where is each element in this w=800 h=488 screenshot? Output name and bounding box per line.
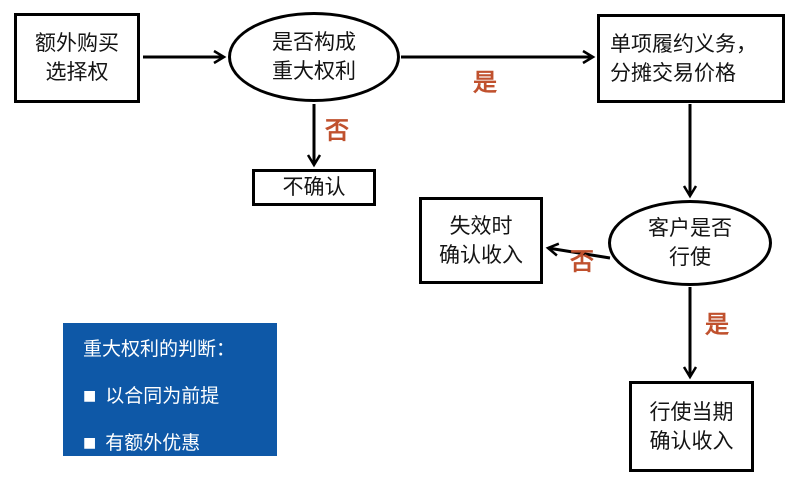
note-bullet-text: 有额外优惠 — [105, 432, 201, 454]
node-recognize-on-expiry: 失效时 确认收入 — [419, 197, 543, 284]
note-bullet-text: 以合同为前提 — [105, 385, 220, 407]
node-text-line: 选择权 — [45, 60, 109, 84]
node-text-line: 行使当期 — [649, 399, 734, 424]
edge-label-yes-exercise: 是 — [705, 310, 729, 339]
node-additional-purchase-option: 额外购买 选择权 — [14, 13, 140, 103]
node-text-line: 失效时 — [449, 213, 513, 238]
node-text-line: 不确认 — [282, 175, 346, 199]
node-text-line: 额外购买 — [35, 31, 119, 55]
note-title: 重大权利的判断： — [83, 338, 236, 360]
node-text-line: 重大权利 — [272, 59, 356, 83]
note-bullet-item: ■ 有额外优惠 — [83, 432, 277, 454]
node-recognize-when-exercised: 行使当期 确认收入 — [629, 381, 754, 472]
node-text-line: 分摊交易价格 — [610, 60, 736, 85]
node-text-line: 客户是否 — [648, 216, 732, 240]
node-text-line: 行使 — [669, 245, 711, 269]
edge-label-no-material: 否 — [325, 116, 349, 145]
node-text-line: 单项履约义务， — [610, 31, 757, 56]
note-bullet-item: ■ 以合同为前提 — [83, 385, 277, 407]
node-text-line: 确认收入 — [649, 428, 734, 453]
node-not-recognize: 不确认 — [252, 169, 376, 206]
square-bullet-icon: ■ — [83, 435, 97, 451]
node-text-line: 确认收入 — [439, 242, 523, 267]
note-material-right-criteria: 重大权利的判断： ■ 以合同为前提 ■ 有额外优惠 — [63, 323, 277, 456]
node-single-performance-obligation: 单项履约义务， 分摊交易价格 — [597, 14, 785, 103]
node-text-line: 是否构成 — [272, 30, 356, 54]
node-decision-material-right: 是否构成 重大权利 — [228, 12, 400, 102]
node-decision-customer-exercise: 客户是否 行使 — [608, 200, 772, 286]
edge-label-no-exercise: 否 — [570, 247, 594, 276]
edge-label-yes-material: 是 — [473, 68, 497, 97]
square-bullet-icon: ■ — [83, 388, 97, 404]
